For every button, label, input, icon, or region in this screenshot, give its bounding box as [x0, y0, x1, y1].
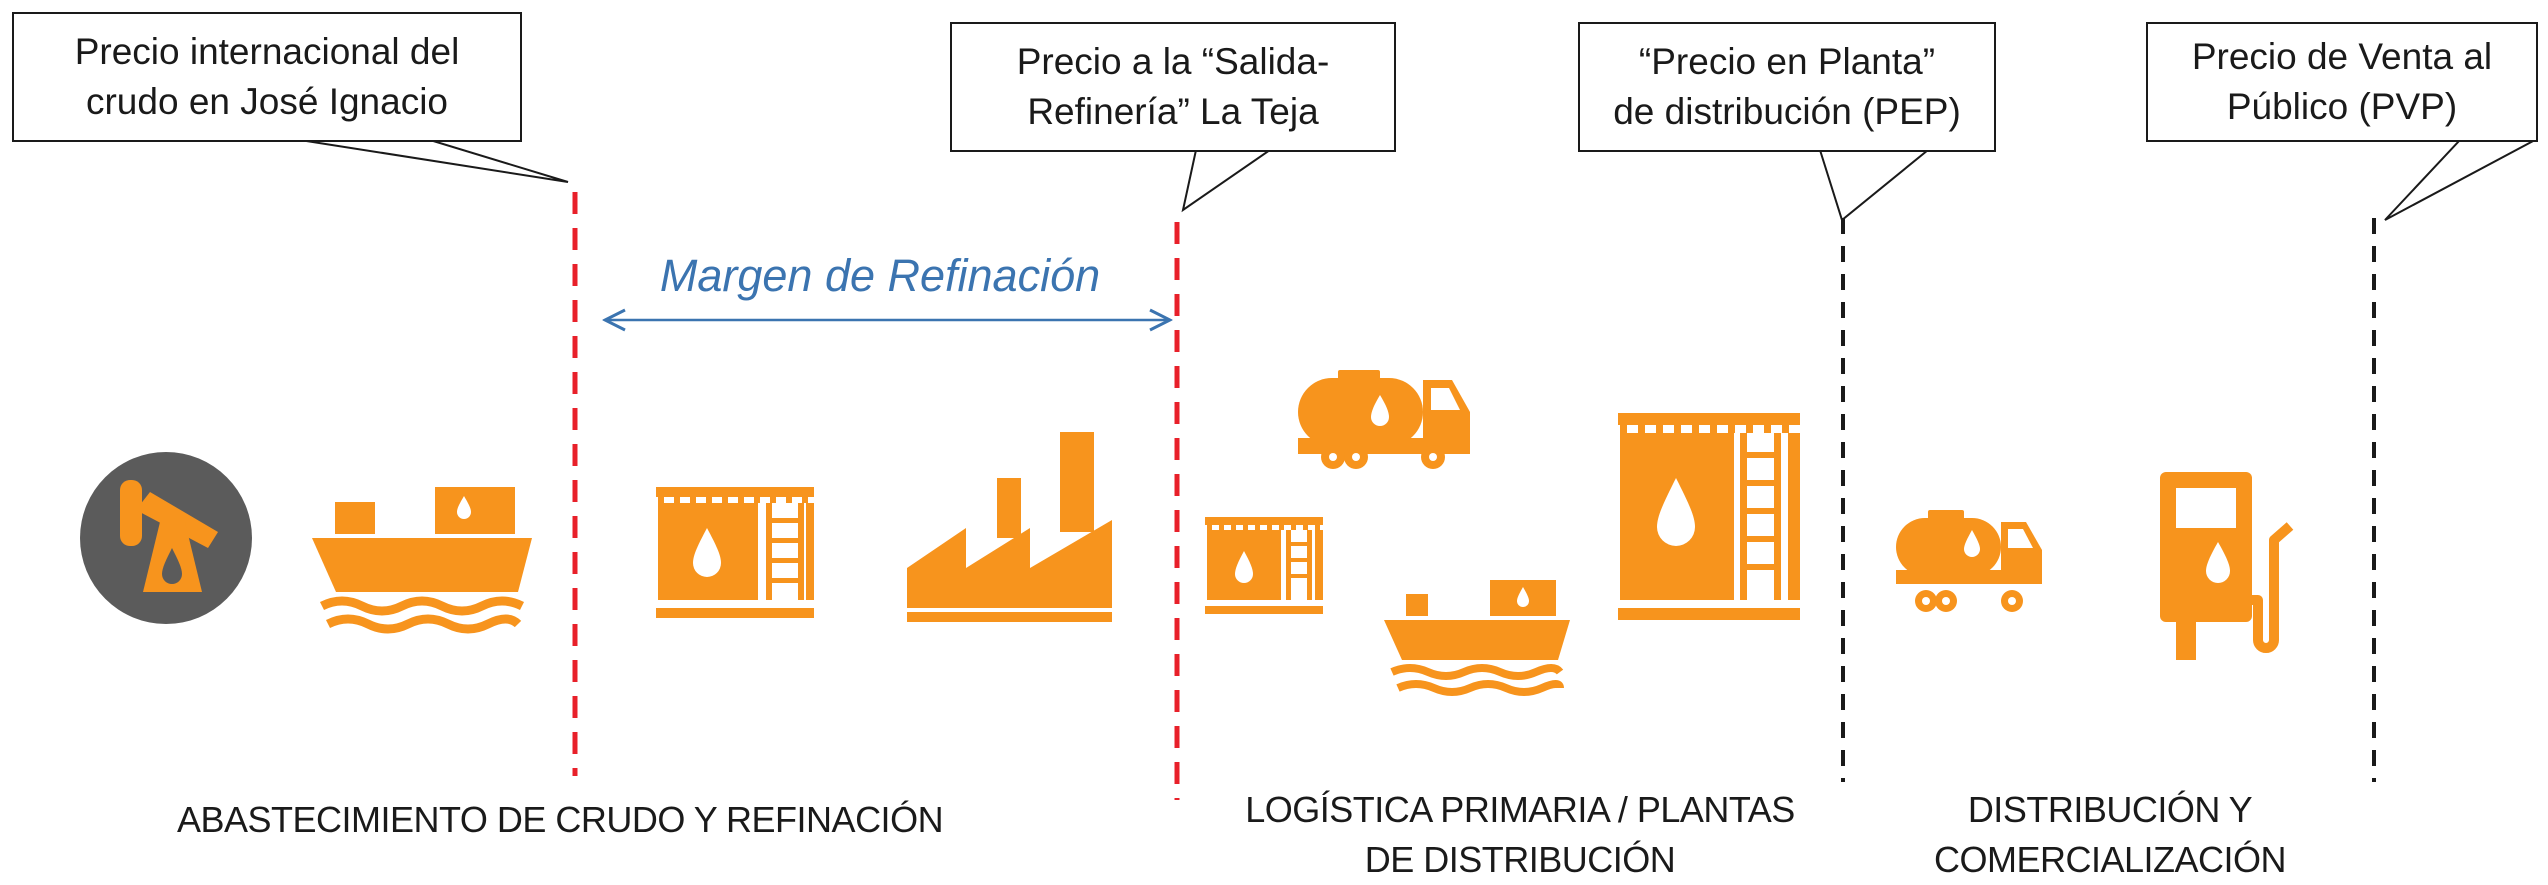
plant-price-callout: “Precio en Planta” de distribución (PEP) [1578, 22, 1996, 152]
section-primary-logistics: LOGÍSTICA PRIMARIA / PLANTAS DE DISTRIBU… [1200, 785, 1840, 885]
refinery-exit-price-callout: Precio a la “Salida- Refinería” La Teja [950, 22, 1396, 152]
oil-pump-icon [80, 452, 252, 624]
section-label-line: LOGÍSTICA PRIMARIA / PLANTAS [1245, 789, 1795, 830]
callout-pointer [299, 139, 569, 183]
callout-line: Precio de Venta al [2191, 36, 2493, 77]
section-distribution-retail: DISTRIBUCIÓN Y COMERCIALIZACIÓN [1890, 785, 2330, 885]
section-label-line: COMERCIALIZACIÓN [1933, 839, 2287, 880]
retail-price-callout: Precio de Venta al Público (PVP) [2146, 22, 2538, 142]
tanker-truck-icon [1298, 370, 1470, 469]
storage-tank-icon [656, 487, 814, 618]
section-label-line: DISTRIBUCIÓN Y [1967, 789, 2253, 830]
section-crude-refining: ABASTECIMIENTO DE CRUDO Y REFINACIÓN [150, 795, 970, 845]
fuel-dispenser-icon [2160, 472, 2294, 660]
callout-pointer [1181, 149, 1274, 213]
callout-pointer [2384, 139, 2536, 221]
large-storage-tank-icon [1618, 413, 1800, 620]
callout-line: Precio internacional del [74, 31, 460, 72]
callout-line: de distribución (PEP) [1613, 91, 1961, 132]
callout-line: Precio a la “Salida- [1016, 41, 1330, 82]
callout-pointer [1818, 149, 1931, 222]
callout-line: Refinería” La Teja [1027, 91, 1319, 132]
refinery-factory-icon [907, 432, 1112, 622]
tanker-ship-icon [312, 487, 532, 634]
small-tanker-ship-icon [1384, 580, 1570, 696]
refining-margin-label: Margen de Refinación [659, 250, 1101, 301]
crude-price-callout: Precio internacional del crudo en José I… [12, 12, 522, 142]
section-label-line: ABASTECIMIENTO DE CRUDO Y REFINACIÓN [176, 799, 944, 840]
callout-line: Público (PVP) [2226, 86, 2458, 127]
callout-line: crudo en José Ignacio [85, 81, 448, 122]
callout-line: “Precio en Planta” [1638, 41, 1936, 82]
tanker-truck-icon [1896, 510, 2042, 612]
section-label-line: DE DISTRIBUCIÓN [1364, 839, 1676, 880]
small-storage-tank-icon [1205, 517, 1323, 614]
